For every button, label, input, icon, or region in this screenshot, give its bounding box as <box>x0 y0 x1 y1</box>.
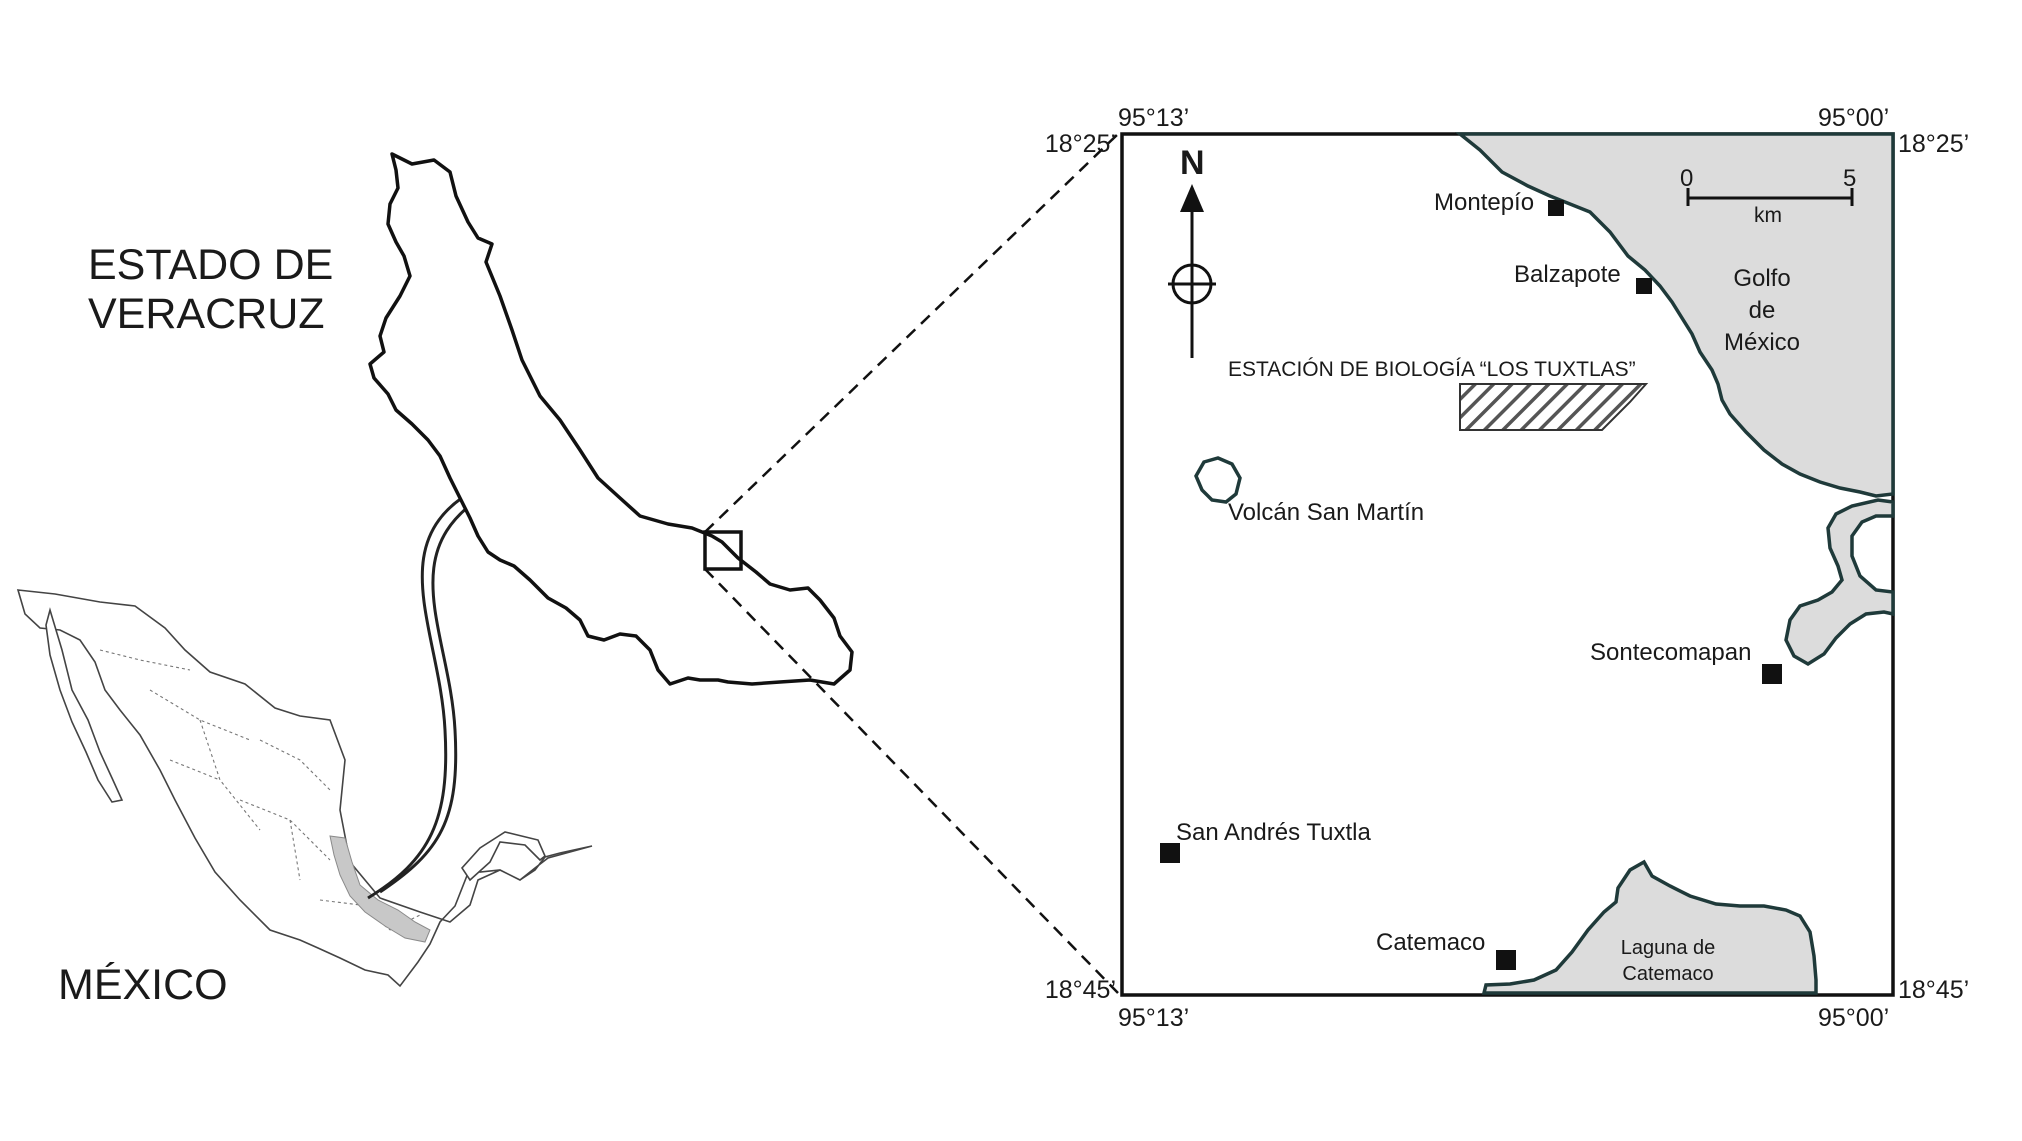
scale-min-label: 0 <box>1680 165 1693 192</box>
coord-bottom-left-lon: 95°13’ <box>1118 1004 1189 1032</box>
state-label-line2: VERACRUZ <box>88 290 325 338</box>
north-label: N <box>1180 144 1205 182</box>
station-label: ESTACIÓN DE BIOLOGÍA “LOS TUXTLAS” <box>1228 358 1636 381</box>
san-andres-marker <box>1160 843 1180 863</box>
catemaco-marker <box>1496 950 1516 970</box>
coord-bottom-left-lat: 18°45’ <box>1045 976 1116 1004</box>
scale-unit-label: km <box>1754 204 1782 227</box>
state-boundaries <box>99 649 421 931</box>
gulf-of-mexico-area <box>1455 132 1895 498</box>
station-area <box>1459 383 1649 431</box>
montepio-marker <box>1548 200 1564 216</box>
mexico-overview-map <box>16 589 593 988</box>
state-label-line1: ESTADO DE <box>88 241 333 289</box>
gulf-label-line3: México <box>1724 329 1800 356</box>
veracruz-highlight <box>329 835 431 943</box>
yucatan-outline <box>460 831 546 882</box>
coord-bottom-right-lat: 18°45’ <box>1898 976 1969 1004</box>
volcan-san-martin-crater <box>1194 456 1242 504</box>
study-area-marker <box>703 530 743 571</box>
sontecomapan-label: Sontecomapan <box>1590 639 1751 666</box>
coord-top-right-lon: 95°00’ <box>1818 104 1889 132</box>
coord-top-left-lon: 95°13’ <box>1118 104 1189 132</box>
san-andres-label: San Andrés Tuxtla <box>1176 819 1371 846</box>
sontecomapan-lagoon <box>1784 498 1895 667</box>
veracruz-state-outline <box>368 152 854 686</box>
detail-map: N 0 5 km Golfo de México Laguna de Catem… <box>1120 132 1895 997</box>
lagoon-label-line2: Catemaco <box>1622 963 1713 985</box>
montepio-label: Montepío <box>1434 189 1534 216</box>
mexico-outline <box>16 589 593 988</box>
coord-top-right-lat: 18°25’ <box>1898 130 1969 158</box>
coord-top-left-lat: 18°25’ <box>1045 130 1116 158</box>
connector-bottom <box>704 568 1119 994</box>
gulf-label-line1: Golfo <box>1733 265 1790 292</box>
north-arrow-icon <box>1168 184 1216 358</box>
catemaco-label: Catemaco <box>1376 929 1485 956</box>
connector-top <box>704 133 1119 533</box>
scale-bar <box>1686 188 1854 206</box>
sontecomapan-marker <box>1762 664 1782 684</box>
balzapote-label: Balzapote <box>1514 261 1621 288</box>
scale-max-label: 5 <box>1843 165 1856 192</box>
curved-arrow <box>367 476 495 900</box>
balzapote-marker <box>1636 278 1652 294</box>
lagoon-label-line1: Laguna de <box>1621 937 1716 959</box>
laguna-de-catemaco-area <box>1481 859 1818 995</box>
baja-california-outline <box>45 607 124 803</box>
volcan-label: Volcán San Martín <box>1228 499 1424 526</box>
mexico-label: MÉXICO <box>58 961 228 1009</box>
coord-bottom-right-lon: 95°00’ <box>1818 1004 1889 1032</box>
gulf-label-line2: de <box>1749 297 1776 324</box>
